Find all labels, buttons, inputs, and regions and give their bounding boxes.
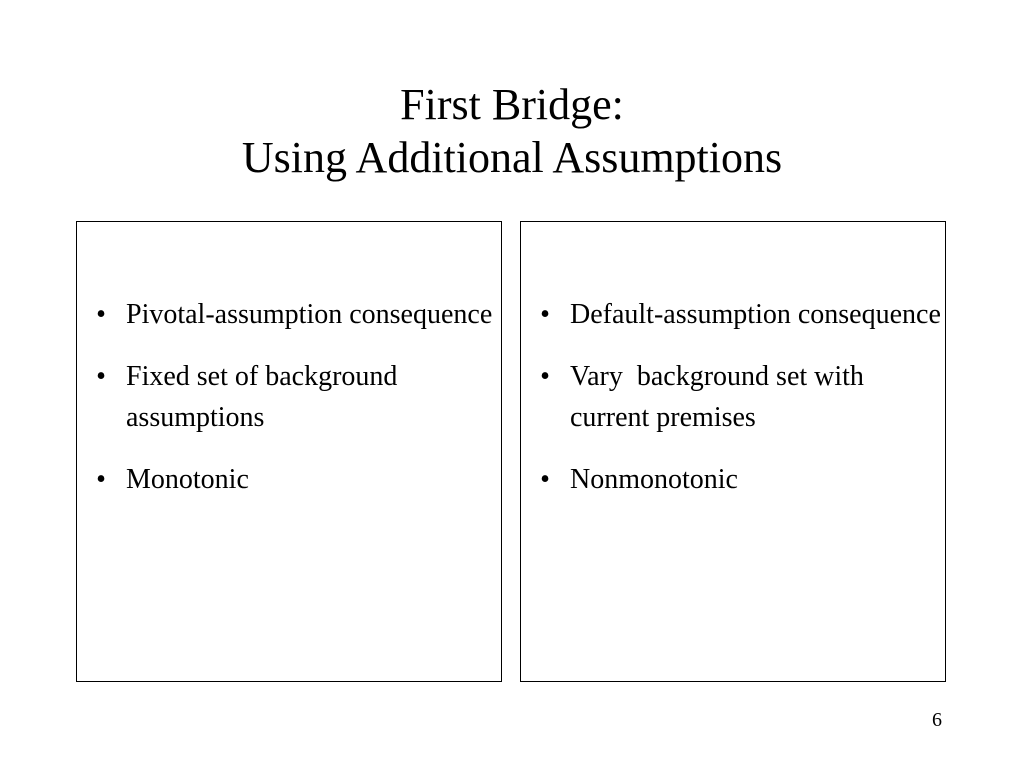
- bullet-text: Fixed set of background assumptions: [126, 361, 398, 433]
- bullet-text: Default-assumption consequence: [570, 299, 941, 330]
- bullet-icon: •: [540, 361, 550, 392]
- bullet-text: Monotonic: [126, 464, 249, 495]
- left-bullet-item-pivotal: • Pivotal-assumption consequence: [86, 294, 497, 335]
- title-line-2: Using Additional Assumptions: [241, 133, 783, 182]
- left-bullet-item-fixed-set: • Fixed set of background assumptions: [86, 356, 497, 438]
- left-content-box: • Pivotal-assumption consequence • Fixed…: [76, 221, 502, 682]
- left-bullet-item-monotonic: • Monotonic: [86, 459, 497, 500]
- right-bullet-item-nonmonotonic: • Nonmonotonic: [530, 459, 941, 500]
- bullet-icon: •: [540, 299, 550, 330]
- slide-title: First Bridge: Using Additional Assumptio…: [0, 78, 1024, 184]
- left-bullet-list: • Pivotal-assumption consequence • Fixed…: [86, 294, 497, 521]
- bullet-icon: •: [540, 464, 550, 495]
- title-line-1: First Bridge:: [400, 80, 624, 129]
- page-number: 6: [932, 709, 942, 731]
- right-bullet-list: • Default-assumption consequence • Vary …: [530, 294, 941, 521]
- bullet-text: Pivotal-assumption consequence: [126, 299, 493, 330]
- bullet-icon: •: [96, 299, 106, 330]
- bullet-text: Vary background set with current premise…: [570, 361, 871, 433]
- bullet-icon: •: [96, 361, 106, 392]
- bullet-text: Nonmonotonic: [570, 464, 738, 495]
- right-bullet-item-default: • Default-assumption consequence: [530, 294, 941, 335]
- right-bullet-item-vary: • Vary background set with current premi…: [530, 356, 941, 438]
- right-content-box: • Default-assumption consequence • Vary …: [520, 221, 946, 682]
- bullet-icon: •: [96, 464, 106, 495]
